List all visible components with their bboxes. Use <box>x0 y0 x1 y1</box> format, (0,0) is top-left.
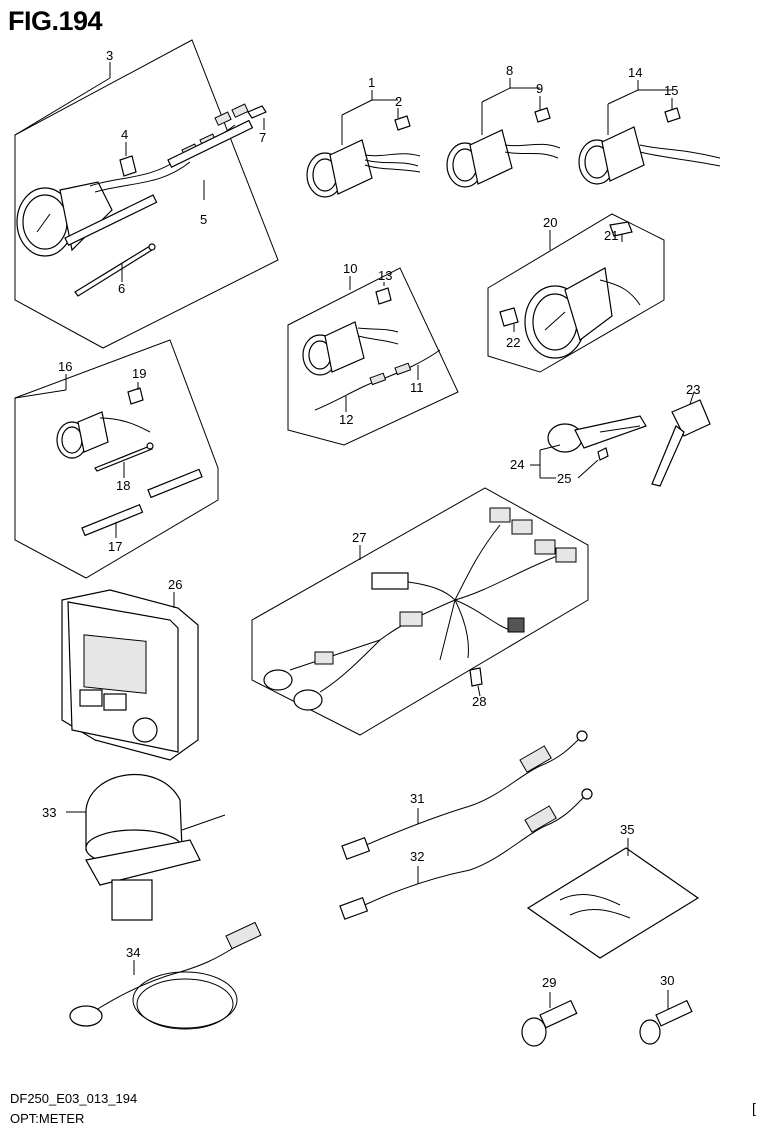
callout-7: 7 <box>259 130 266 145</box>
callout-15: 15 <box>664 83 678 98</box>
drawing-name: OPT:METER <box>10 1111 85 1126</box>
callout-16: 16 <box>58 359 72 374</box>
parts-bag-35 <box>526 838 700 959</box>
group-10-kit <box>287 267 459 446</box>
callout-5: 5 <box>200 212 207 227</box>
callout-9: 9 <box>536 81 543 96</box>
multi-function-display <box>61 589 199 761</box>
callout-29: 29 <box>542 975 556 990</box>
harness-31-32 <box>339 730 593 920</box>
fittings-29-30 <box>521 990 693 1047</box>
callout-10: 10 <box>343 261 357 276</box>
callout-13: 13 <box>378 268 392 283</box>
callout-21: 21 <box>604 228 618 243</box>
group-3-kit <box>14 39 279 349</box>
callout-22: 22 <box>506 335 520 350</box>
callout-18: 18 <box>116 478 130 493</box>
callout-12: 12 <box>339 412 353 427</box>
callout-26: 26 <box>168 577 182 592</box>
callout-24: 24 <box>510 457 524 472</box>
callout-4: 4 <box>121 127 128 142</box>
callout-25: 25 <box>557 471 571 486</box>
callout-33: 33 <box>42 805 56 820</box>
callout-19: 19 <box>132 366 146 381</box>
switch-lever-parts <box>530 391 711 487</box>
corner-mark: [ <box>752 1100 756 1116</box>
callout-6: 6 <box>118 281 125 296</box>
gps-antenna <box>66 774 226 921</box>
gauge-part-1 <box>306 90 421 198</box>
drawing-code: DF250_E03_013_194 <box>10 1091 138 1106</box>
callout-35: 35 <box>620 822 634 837</box>
cable-34 <box>69 921 262 1030</box>
callout-3: 3 <box>106 48 113 63</box>
callout-34: 34 <box>126 945 140 960</box>
callout-32: 32 <box>410 849 424 864</box>
callout-20: 20 <box>543 215 557 230</box>
group-16-kit <box>14 339 219 579</box>
gauge-part-8 <box>446 78 561 188</box>
callout-2: 2 <box>395 94 402 109</box>
callout-17: 17 <box>108 539 122 554</box>
callout-30: 30 <box>660 973 674 988</box>
callout-11: 11 <box>410 380 424 395</box>
group-20-kit <box>487 213 665 373</box>
callout-14: 14 <box>628 65 642 80</box>
callout-1: 1 <box>368 75 375 90</box>
callout-31: 31 <box>410 791 424 806</box>
figure-title: FIG.194 <box>8 6 103 36</box>
callout-23: 23 <box>686 382 700 397</box>
callout-8: 8 <box>506 63 513 78</box>
callout-27: 27 <box>352 530 366 545</box>
group-27-harness <box>251 487 589 736</box>
gauge-part-14 <box>578 80 721 185</box>
callout-28: 28 <box>472 694 486 709</box>
